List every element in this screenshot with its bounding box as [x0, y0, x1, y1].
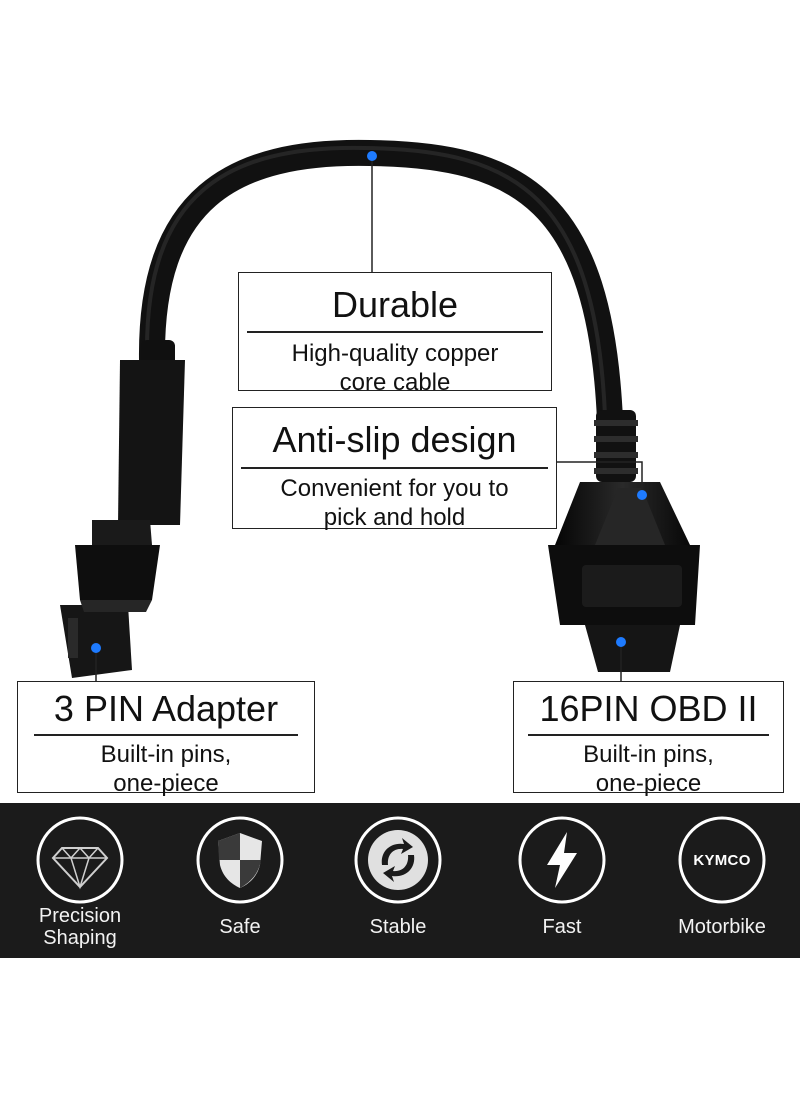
feature-label-line2: Shaping [43, 927, 117, 949]
feature-label: Stable [369, 916, 427, 938]
feature-band: Precision Shaping Safe Stable [0, 803, 800, 958]
feature-label: Fast [542, 916, 582, 938]
callout-3pin-desc-line1: Built-in pins, [100, 740, 232, 768]
marker-antislip [637, 490, 647, 500]
feature-precision-shaping: Precision Shaping [10, 803, 150, 958]
callout-durable-title: Durable [331, 284, 459, 325]
callout-antislip-desc-line2: pick and hold [323, 503, 466, 531]
callout-3pin-adapter: 3 PIN Adapter Built-in pins, one-piece [17, 681, 315, 797]
feature-label: Safe [219, 916, 261, 938]
feature-fast: Fast [492, 803, 632, 958]
obd-cable-illustration [60, 139, 700, 681]
callout-16pin-desc-line1: Built-in pins, [583, 740, 714, 768]
feature-label: Motorbike [678, 916, 766, 938]
callout-durable: Durable High-quality copper core cable [238, 272, 552, 396]
callout-antislip-title: Anti-slip design [272, 419, 517, 460]
callout-divider [241, 467, 548, 469]
callout-divider [34, 734, 298, 736]
antislip-leader [557, 461, 643, 495]
product-photo-area: Durable High-quality copper core cable A… [17, 139, 784, 797]
callout-16pin-title: 16PIN OBD II [539, 688, 758, 729]
marker-pin16 [616, 637, 626, 647]
callout-3pin-title: 3 PIN Adapter [53, 688, 279, 729]
lightning-icon [517, 815, 607, 905]
callout-16pin-desc-line2: one-piece [595, 769, 702, 797]
callout-antislip-desc-line1: Convenient for you to [280, 474, 509, 502]
diamond-icon [35, 815, 125, 905]
callout-3pin-desc-line2: one-piece [113, 769, 219, 797]
feature-safe: Safe [170, 803, 310, 958]
callout-divider [247, 331, 543, 333]
callout-16pin-obd: 16PIN OBD II Built-in pins, one-piece [513, 681, 784, 797]
callout-divider [528, 734, 769, 736]
obd-connector [548, 410, 700, 672]
kymco-logo-text: KYMCO [693, 852, 751, 869]
marker-pin3 [91, 643, 101, 653]
marker-durable [367, 151, 377, 161]
kymco-logo: KYMCO [677, 815, 767, 905]
feature-stable: Stable [328, 803, 468, 958]
callout-durable-desc-line1: High-quality copper [291, 339, 499, 367]
callout-durable-desc-line2: core cable [339, 368, 451, 396]
feature-motorbike: KYMCO Motorbike [652, 803, 792, 958]
callout-antislip: Anti-slip design Convenient for you to p… [232, 407, 557, 531]
three-pin-connector [60, 340, 185, 678]
recycle-arrows-icon [353, 815, 443, 905]
feature-label-line1: Precision [38, 905, 122, 927]
shield-icon [195, 815, 285, 905]
